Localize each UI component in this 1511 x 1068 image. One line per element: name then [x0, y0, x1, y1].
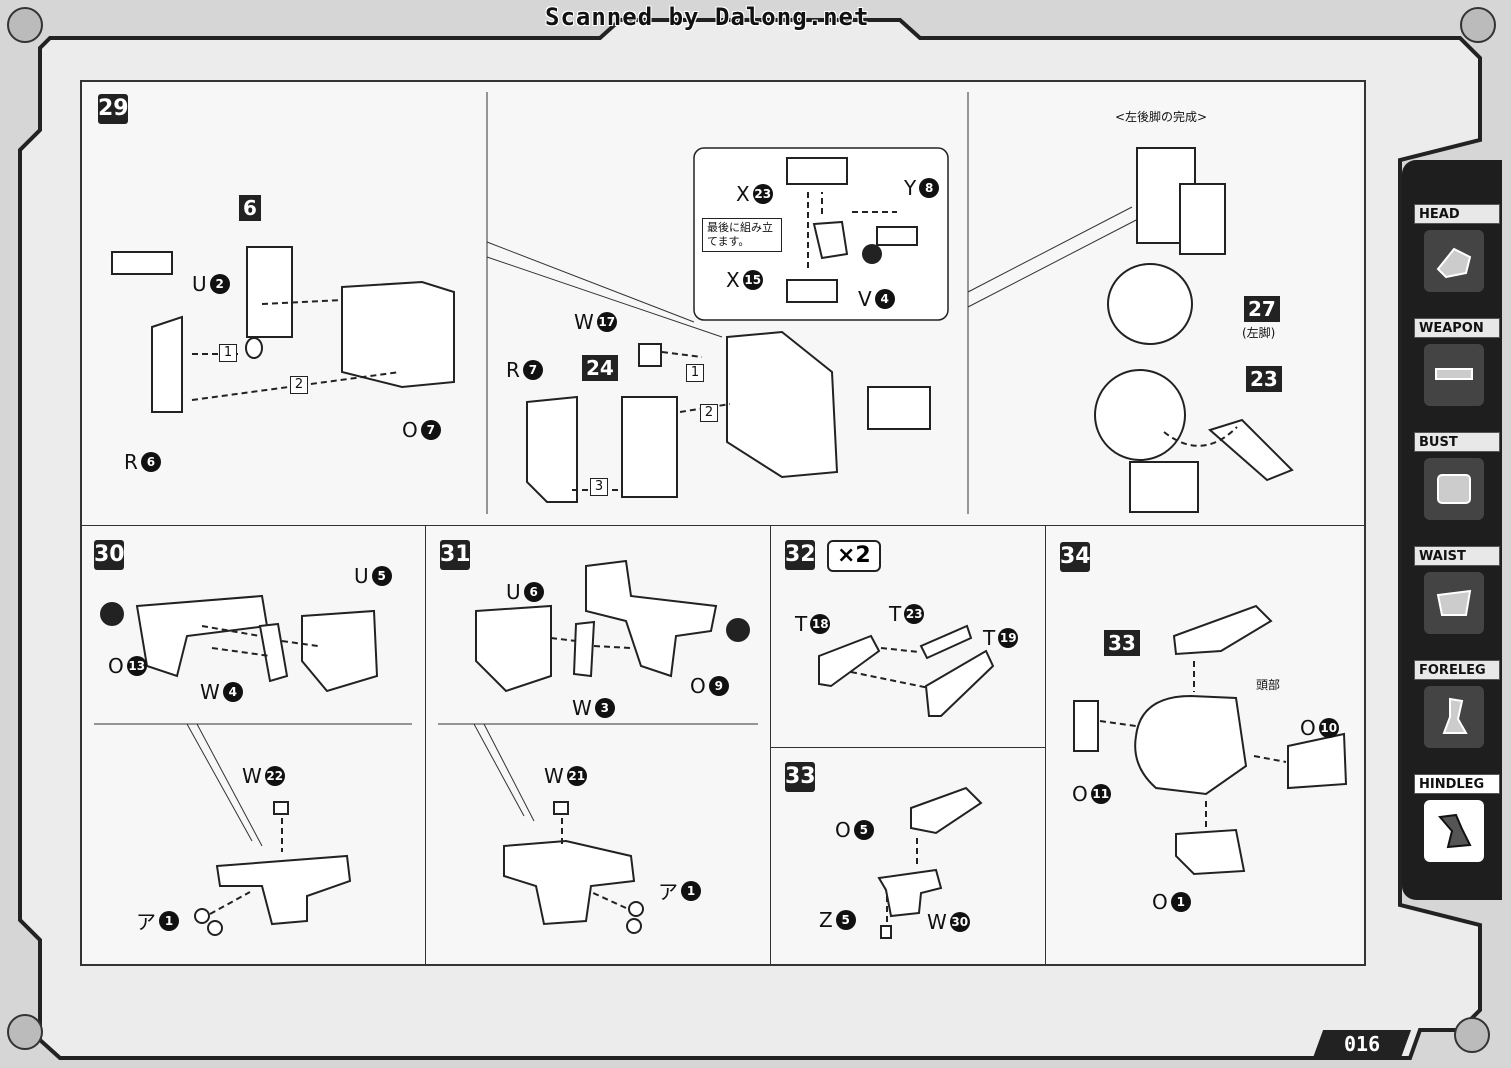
head-note: 頭部	[1256, 678, 1281, 692]
instruction-page: 29	[80, 80, 1366, 966]
step-31-number: 31	[440, 540, 471, 570]
step-30-illustration	[94, 594, 412, 936]
weapon-icon	[1424, 344, 1484, 406]
part-33-label: 33	[1104, 630, 1140, 656]
step-29-panel: 29	[82, 82, 1364, 526]
foreleg-icon	[1424, 686, 1484, 748]
part-24-label: 24	[582, 355, 618, 381]
step-30-number: 30	[94, 540, 125, 570]
step-34-illustration	[1073, 604, 1348, 876]
step-29-illustration	[111, 92, 1294, 514]
part-27-sub: (左脚)	[1242, 326, 1276, 340]
tab-foreleg[interactable]: FORELEG	[1414, 660, 1500, 748]
order-2b: 2	[700, 404, 718, 422]
head-icon	[1424, 230, 1484, 292]
section-nav: HEAD WEAPON BUST WAIST FORELEG HINDLEG	[1402, 160, 1502, 900]
step-34-number: 34	[1060, 542, 1091, 572]
step-33-number: 33	[785, 762, 816, 792]
tab-weapon[interactable]: WEAPON	[1414, 318, 1500, 406]
hindleg-icon	[1424, 800, 1484, 862]
order-1: 1	[219, 344, 237, 362]
tab-head[interactable]: HEAD	[1414, 204, 1500, 292]
part-23-label: 23	[1246, 366, 1282, 392]
part-27-label: 27	[1244, 296, 1280, 322]
part-6-label: 6	[239, 195, 261, 221]
tab-waist[interactable]: WAIST	[1414, 546, 1500, 634]
step-32-number: 32	[785, 540, 816, 570]
completion-title: <左後脚の完成>	[1115, 110, 1208, 124]
order-1b: 1	[686, 364, 704, 382]
tab-bust[interactable]: BUST	[1414, 432, 1500, 520]
page-number: 016	[1312, 1030, 1412, 1058]
step-33-illustration	[877, 786, 983, 939]
scan-watermark: Scanned by Dalong.net	[545, 3, 870, 31]
order-2: 2	[290, 376, 308, 394]
waist-icon	[1424, 572, 1484, 634]
step-31-illustration	[438, 559, 758, 934]
quantity-multiplier: ×2	[827, 540, 881, 572]
order-3b: 3	[590, 478, 608, 496]
assembly-note: 最後に組み立てます。	[702, 218, 782, 252]
step-32-illustration	[818, 624, 995, 717]
step-29-number: 29	[98, 94, 129, 124]
bust-icon	[1424, 458, 1484, 520]
tab-hindleg[interactable]: HINDLEG	[1414, 774, 1500, 862]
